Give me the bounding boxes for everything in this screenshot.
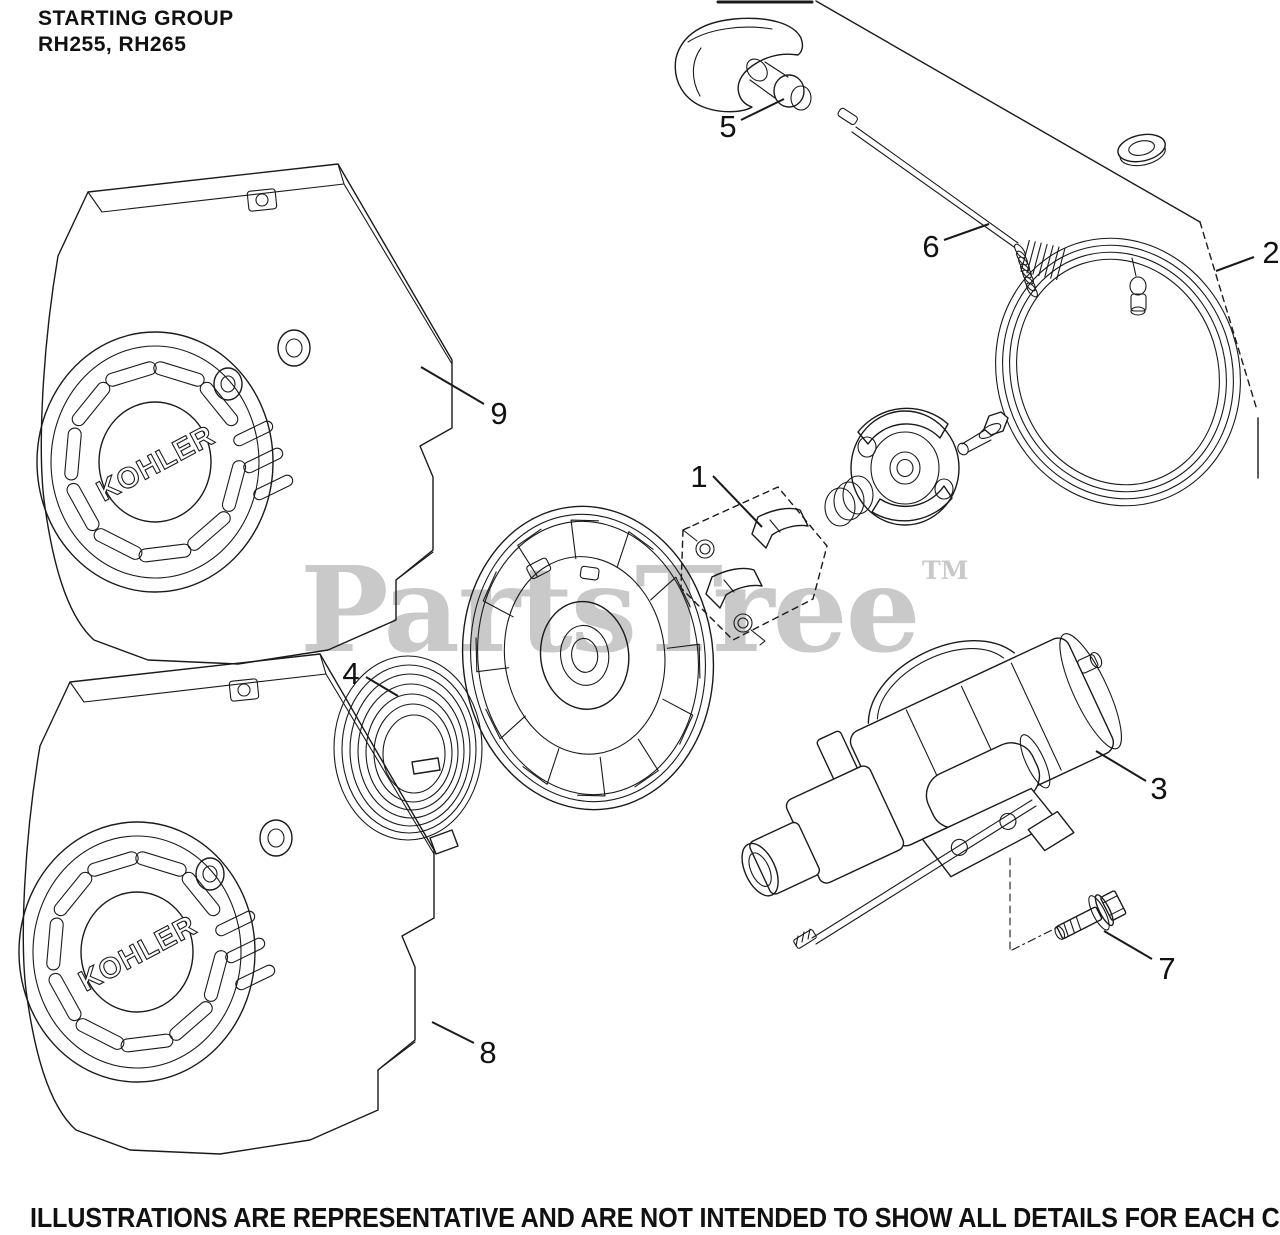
part-2-rope-loop — [961, 130, 1275, 537]
part-7-mounting-bolt — [1048, 885, 1129, 952]
leader-line-7 — [1104, 931, 1152, 959]
callouts: 1 2 3 4 5 6 7 8 9 — [342, 99, 1280, 1070]
leader-line-5 — [741, 99, 784, 120]
callout-7-label: 7 — [1158, 951, 1175, 986]
part-1-pawl-kit — [681, 487, 827, 645]
part-8-blower-housing — [18, 653, 435, 1155]
callout-2-label: 2 — [1262, 235, 1279, 270]
page-title: STARTING GROUP — [38, 7, 234, 30]
part-6-starter-rope — [837, 107, 1040, 298]
watermark-tm: TM — [922, 556, 969, 585]
rope-grommet — [1115, 130, 1168, 169]
callout-3-label: 3 — [1150, 771, 1167, 806]
callout-6-label: 6 — [922, 229, 939, 264]
rope-guide-lines — [718, 1, 1258, 478]
page-subtitle: RH255, RH265 — [38, 33, 187, 56]
leader-line-9 — [421, 367, 484, 404]
rope-seizing-wrap — [1017, 235, 1068, 285]
part-3-electric-starter — [693, 586, 1165, 969]
leader-line-6 — [944, 224, 989, 240]
callout-1-label: 1 — [690, 459, 707, 494]
pawl-spring-washer — [825, 476, 873, 526]
diagram-header: STARTING GROUP RH255, RH265 — [38, 6, 234, 58]
callout-8-label: 8 — [479, 1035, 496, 1070]
retainer-screw — [956, 412, 1008, 457]
callout-5-label: 5 — [719, 109, 736, 144]
callout-9-label: 9 — [490, 396, 507, 431]
part-4-recoil-spring — [334, 656, 482, 854]
leader-line-3 — [1096, 751, 1146, 781]
disclaimer-text: ILLUSTRATIONS ARE REPRESENTATIVE AND ARE… — [30, 1202, 1280, 1233]
leader-line-8 — [432, 1022, 474, 1043]
leader-line-2 — [1216, 257, 1254, 271]
leader-line-1 — [713, 476, 762, 527]
part-9-blower-housing — [36, 163, 453, 665]
pawl-retainer — [851, 408, 959, 525]
recoil-pulley — [445, 492, 730, 824]
part-5-starter-handle — [675, 18, 811, 111]
leader-line-4 — [366, 677, 398, 696]
callout-4-label: 4 — [342, 656, 359, 691]
